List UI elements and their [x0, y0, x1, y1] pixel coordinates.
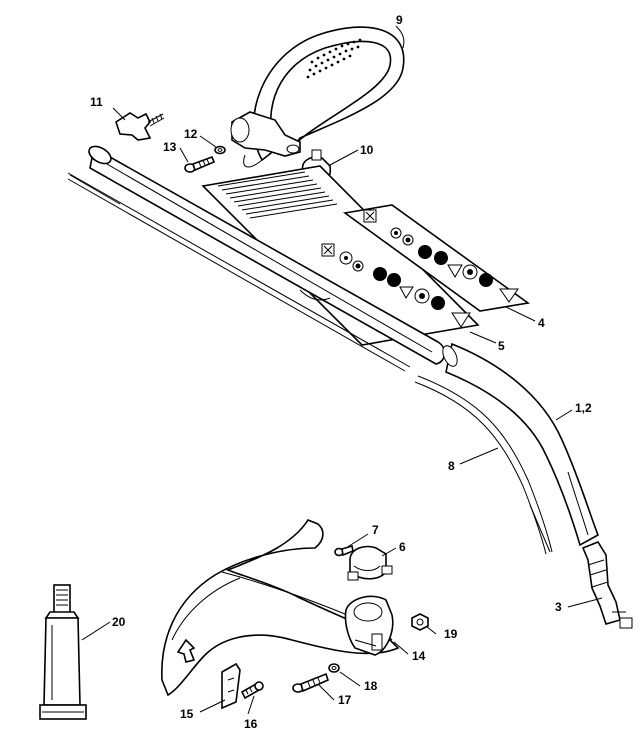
screw-13 — [184, 155, 216, 173]
callout-5: 5 — [498, 339, 505, 353]
callout-7: 7 — [372, 523, 379, 537]
warning-label-5 — [201, 165, 480, 346]
callout-15: 15 — [180, 707, 194, 721]
line-cutter-blade — [221, 662, 241, 710]
leader-lines — [81, 25, 603, 715]
star-knob — [115, 112, 165, 141]
screw-17 — [292, 672, 329, 693]
drive-shaft-end — [581, 541, 633, 629]
callout-17: 17 — [338, 693, 352, 707]
deflector-clamp — [347, 545, 393, 581]
callout-11: 11 — [90, 95, 103, 109]
screw-7 — [334, 544, 354, 557]
drive-shaft — [67, 172, 553, 555]
deflector: STIHL — [161, 519, 400, 697]
warning-label-4 — [342, 204, 531, 312]
callout-14: 14 — [412, 649, 426, 663]
drive-tube — [88, 145, 600, 547]
screw-16 — [240, 681, 264, 700]
callout-3: 3 — [555, 600, 562, 614]
callout-18: 18 — [364, 679, 378, 693]
hex-nut — [411, 613, 429, 631]
callout-20: 20 — [112, 615, 126, 629]
callout-1-2: 1,2 — [575, 401, 592, 415]
callout-10: 10 — [360, 143, 374, 157]
grease-tube — [39, 584, 87, 720]
callout-12: 12 — [184, 127, 198, 141]
callout-9: 9 — [396, 13, 403, 27]
callout-numbers: 9 10 11 12 13 4 5 1,2 8 7 6 3 19 14 18 1… — [90, 13, 592, 731]
callout-13: 13 — [163, 140, 177, 154]
callout-4: 4 — [538, 316, 545, 330]
loop-handle — [230, 26, 405, 168]
callout-16: 16 — [244, 717, 258, 731]
callout-6: 6 — [399, 540, 406, 554]
callout-19: 19 — [444, 627, 458, 641]
callout-8: 8 — [448, 459, 455, 473]
